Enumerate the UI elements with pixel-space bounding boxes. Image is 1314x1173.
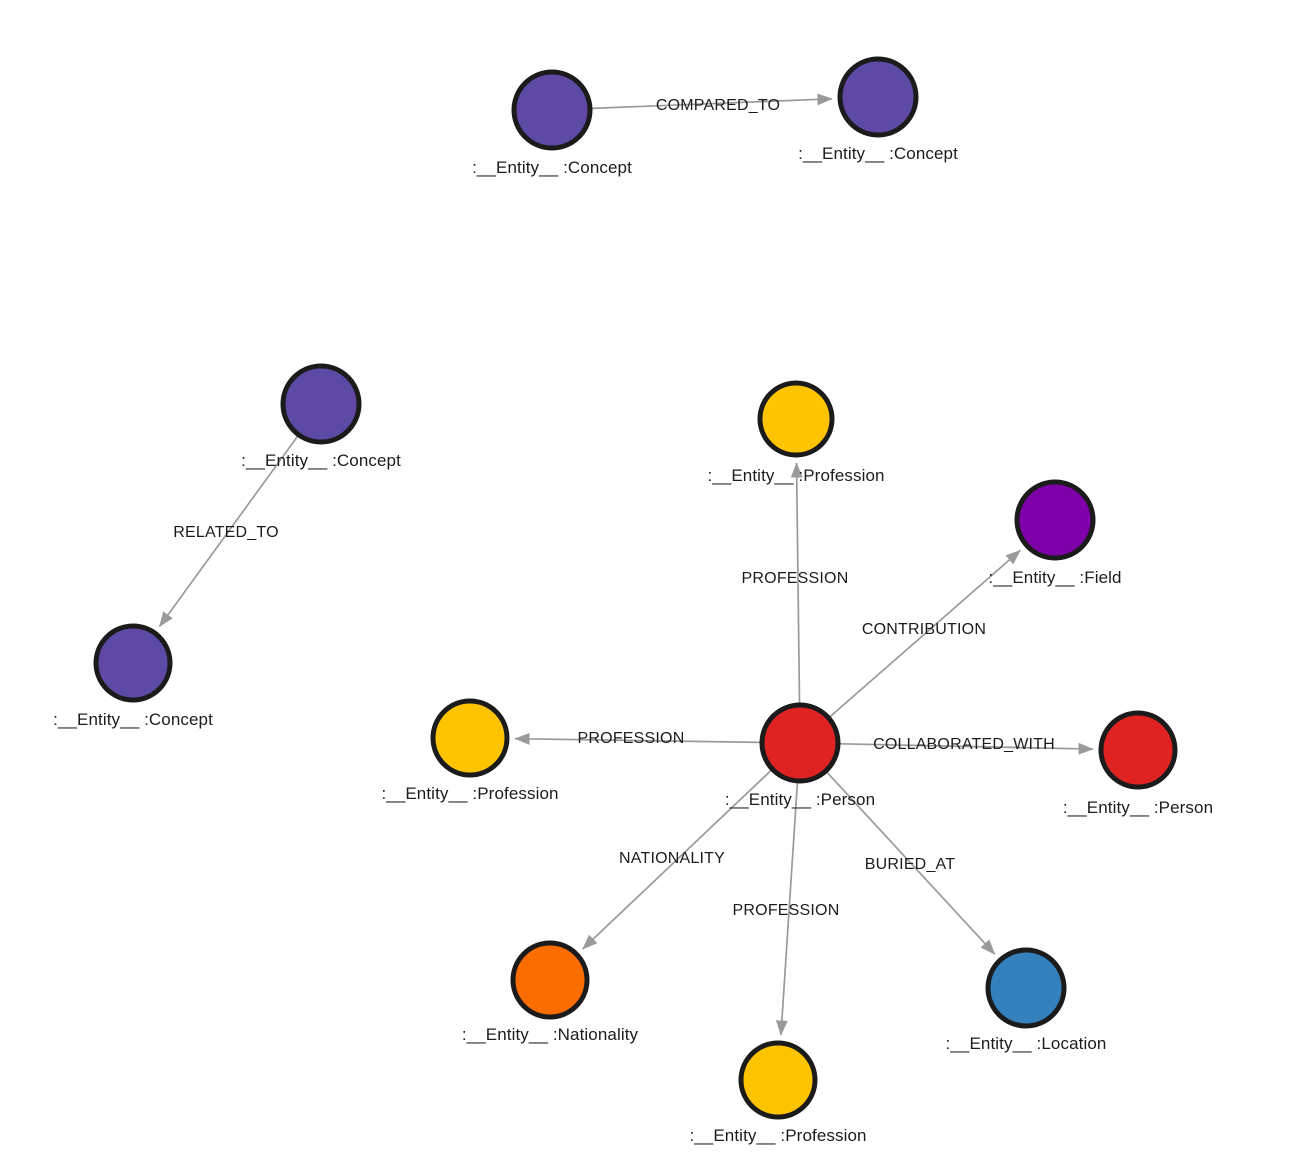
graph-node-profession[interactable] xyxy=(430,698,510,778)
node-label-profession: :__Entity__ :Profession xyxy=(707,466,885,485)
graph-node-profession[interactable] xyxy=(738,1040,818,1120)
graph-node-profession[interactable] xyxy=(757,380,835,458)
edge-label-profession: PROFESSION xyxy=(577,730,685,747)
edge-label-buried-at: BURIED_AT xyxy=(864,856,956,873)
node-label-concept: :__Entity__ :Concept xyxy=(241,451,401,470)
graph-edge[interactable] xyxy=(826,771,996,955)
graph-node-concept[interactable] xyxy=(93,623,173,703)
node-label-concept: :__Entity__ :Concept xyxy=(798,144,958,163)
graph-edge[interactable] xyxy=(839,742,1094,755)
graph-node-concept[interactable] xyxy=(837,56,919,138)
graph-edge[interactable] xyxy=(829,549,1021,718)
graph-node-concept[interactable] xyxy=(511,69,593,151)
graph-node-person[interactable] xyxy=(1098,710,1178,790)
node-label-concept: :__Entity__ :Concept xyxy=(53,710,213,729)
node-label-profession: :__Entity__ :Profession xyxy=(381,784,559,803)
edge-label-profession: PROFESSION xyxy=(732,902,840,919)
node-label-person: :__Entity__ :Person xyxy=(1062,798,1214,817)
node-label-person: :__Entity__ :Person xyxy=(724,790,876,809)
node-label-location: :__Entity__ :Location xyxy=(945,1034,1107,1053)
edge-label-nationality: NATIONALITY xyxy=(619,850,725,867)
edge-label-compared-to: COMPARED_TO xyxy=(655,97,781,114)
graph-edge[interactable] xyxy=(591,93,833,110)
graph-node-field[interactable] xyxy=(1014,479,1096,561)
edge-label-contribution: CONTRIBUTION xyxy=(861,621,987,638)
graph-edge[interactable] xyxy=(775,782,799,1036)
graph-edge[interactable] xyxy=(514,732,761,745)
graph-node-nationality[interactable] xyxy=(510,940,590,1020)
graph-edge[interactable] xyxy=(790,462,803,704)
graph-edge[interactable] xyxy=(158,435,299,628)
graph-edge[interactable] xyxy=(582,769,772,950)
graph-node-concept[interactable] xyxy=(280,363,362,445)
node-label-field: :__Entity__ :Field xyxy=(988,568,1122,587)
node-label-profession: :__Entity__ :Profession xyxy=(689,1126,867,1145)
edge-label-profession: PROFESSION xyxy=(741,570,849,587)
node-label-nationality: :__Entity__ :Nationality xyxy=(461,1025,639,1044)
graph-node-person[interactable] xyxy=(759,702,841,784)
edge-label-related-to: RELATED_TO xyxy=(173,524,279,541)
graph-node-location[interactable] xyxy=(985,947,1067,1029)
node-label-concept: :__Entity__ :Concept xyxy=(472,158,632,177)
edge-label-collaborated-with: COLLABORATED_WITH xyxy=(873,736,1055,753)
